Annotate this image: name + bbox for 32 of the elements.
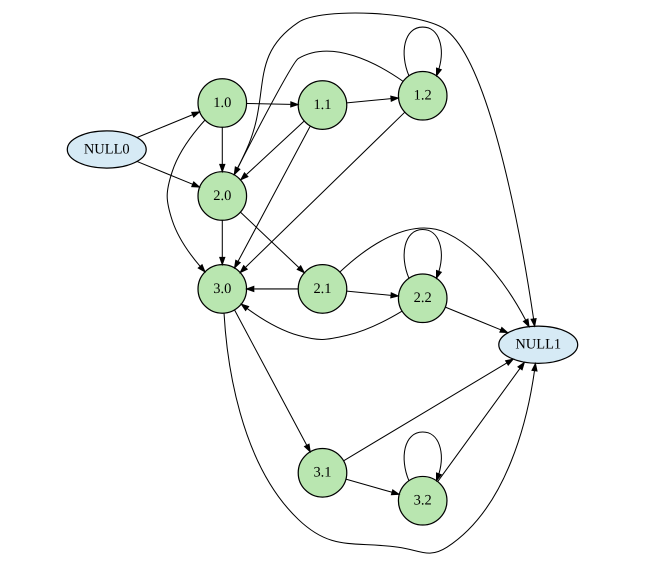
node-circle: 1.1 xyxy=(298,80,348,130)
arrow xyxy=(240,120,304,181)
node-circle: 1.2 xyxy=(398,70,448,121)
arrow xyxy=(240,212,306,274)
arrow xyxy=(404,26,442,78)
arrow xyxy=(137,111,201,138)
arrow xyxy=(239,112,406,274)
node-circle: 3.2 xyxy=(398,476,448,526)
node-circle: 2.0 xyxy=(197,171,248,221)
arrow xyxy=(404,229,442,280)
arrow xyxy=(240,303,402,340)
arrow xyxy=(137,161,201,188)
node-ellipse: NULL0 xyxy=(66,130,147,169)
node-circle: 1.0 xyxy=(197,78,248,128)
arrow xyxy=(404,432,442,482)
arrow xyxy=(234,310,311,454)
node-circle: 2.2 xyxy=(398,273,448,324)
arrow xyxy=(246,101,300,108)
arrow xyxy=(445,306,509,334)
arrow xyxy=(166,120,206,273)
arrow xyxy=(245,286,298,292)
arrow xyxy=(224,313,538,554)
node-circle: 2.1 xyxy=(298,264,348,314)
arrow xyxy=(346,95,400,104)
arrow xyxy=(219,220,226,266)
arrow xyxy=(346,290,400,299)
arrow xyxy=(343,358,514,462)
arrow xyxy=(437,361,526,482)
arrow xyxy=(340,228,530,328)
arrow xyxy=(346,478,401,496)
node-circle: 3.1 xyxy=(298,448,348,498)
arrow xyxy=(219,127,226,174)
